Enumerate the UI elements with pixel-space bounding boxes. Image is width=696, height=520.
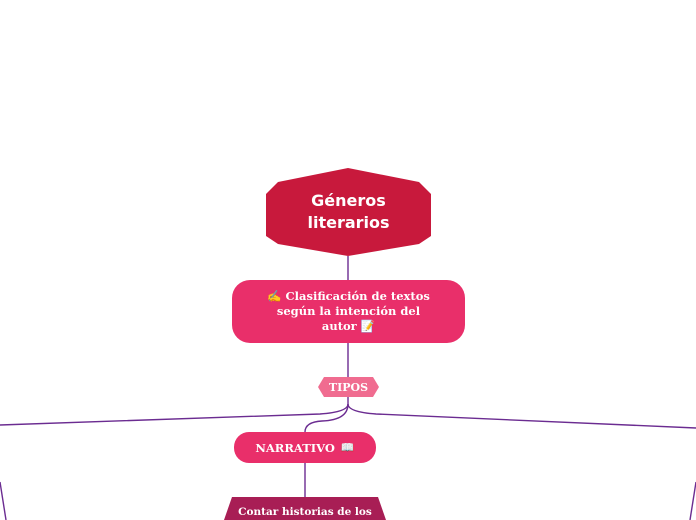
memo-icon: 📝 [360,319,376,333]
main-node-clasificacion[interactable]: ✍️ Clasificación de textos según la inte… [232,280,465,343]
connector-branch-right [347,403,696,429]
narrativo-node-label: NARRATIVO [255,440,335,455]
root-node-generos-literarios[interactable]: Géneros literarios [266,168,431,256]
narrativo-node[interactable]: NARRATIVO 📖 [234,432,376,463]
writing-hand-icon: ✍️ [267,289,282,303]
narrativo-subnode[interactable]: Contar historias de los [224,497,386,520]
connector-right-tail [689,481,696,520]
connector-branch-narrativo [304,403,349,433]
tipos-node[interactable]: TIPOS [318,377,379,397]
narrativo-subnode-shape [224,497,386,520]
open-book-icon: 📖 [340,441,355,454]
root-node-label: Géneros literarios [307,191,390,232]
connector-left-tail [0,481,7,520]
main-node-label: Clasificación de textos según la intenci… [276,289,430,333]
tipos-node-shape [318,377,379,397]
connector-branch-left [0,403,349,426]
tipos-node-label: TIPOS [328,380,369,394]
root-node-shape [266,168,431,256]
narrativo-subnode-label: Contar historias de los [238,506,372,518]
